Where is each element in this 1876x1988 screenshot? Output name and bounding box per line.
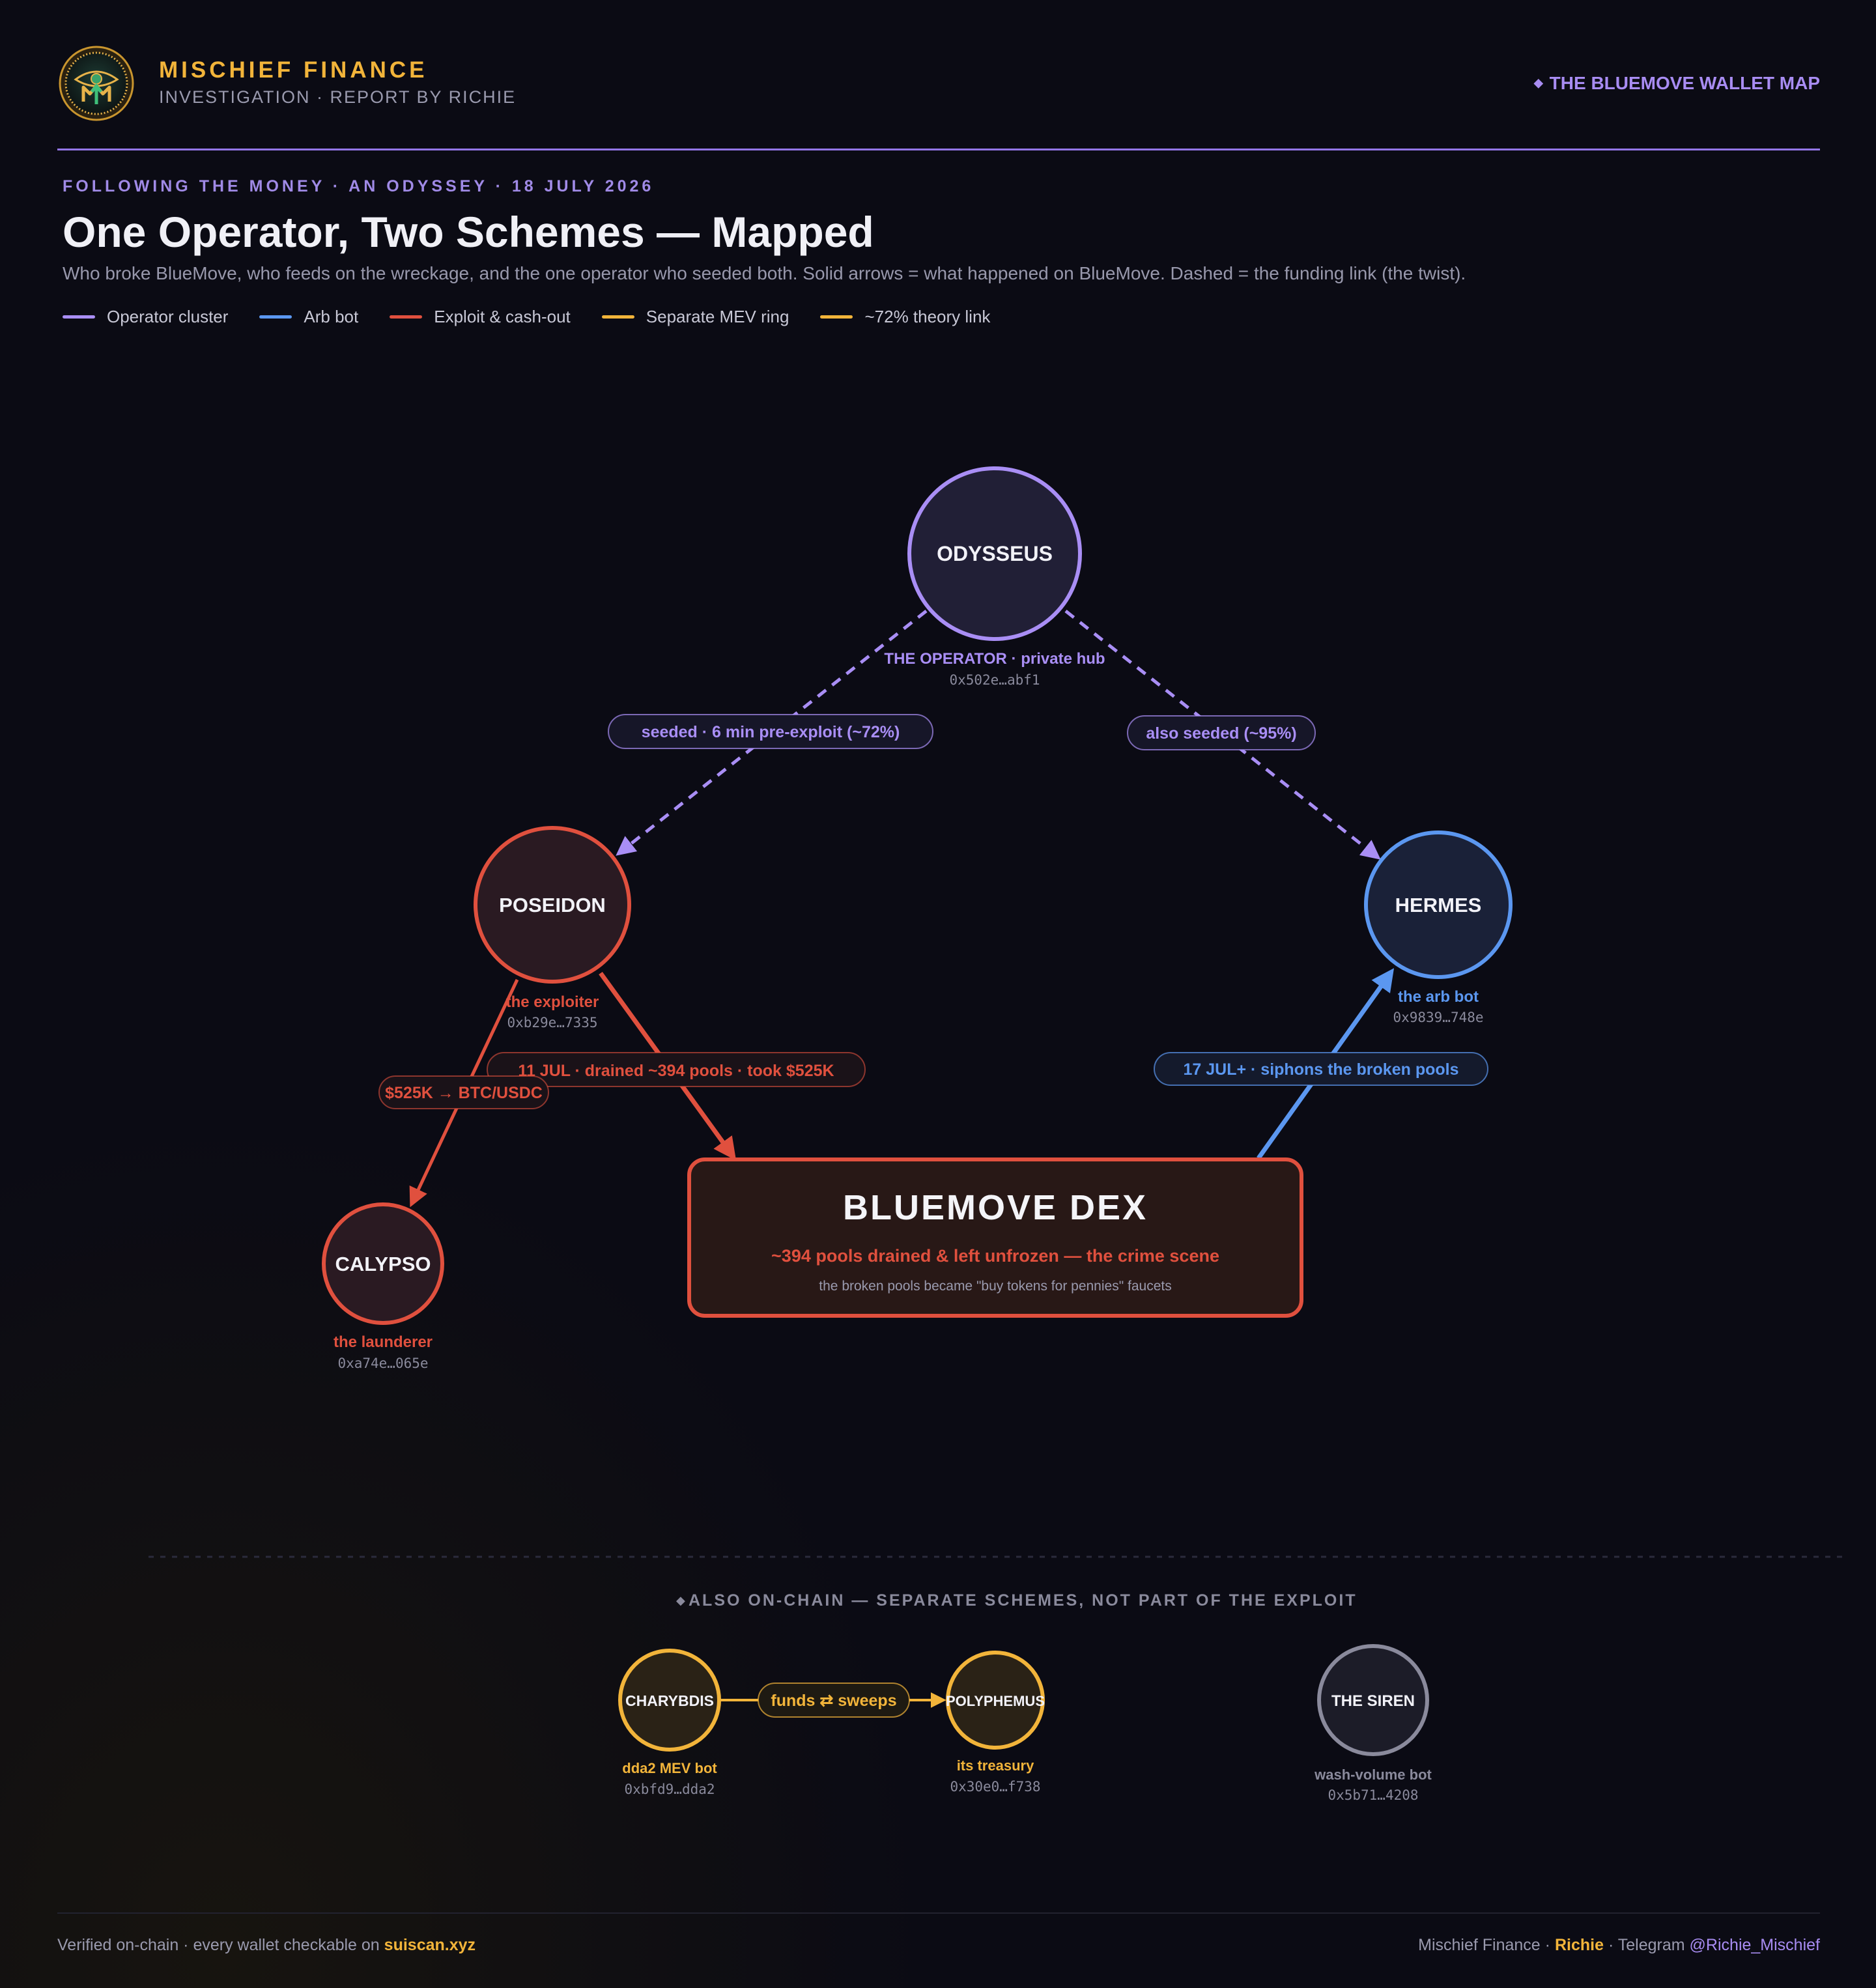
legend-swatch-mev bbox=[601, 315, 634, 319]
node-charybdis-name: CHARYBDIS bbox=[625, 1692, 714, 1709]
label-pill-seeded bbox=[608, 714, 933, 749]
legend-label-arb: Arb bot bbox=[304, 306, 359, 326]
footer-credits: Mischief Finance · Richie · Telegram @Ri… bbox=[1418, 1936, 1820, 1955]
footer-verification: Verified on-chain · every wallet checkab… bbox=[57, 1936, 476, 1955]
node-hermes-address: 0x9839…748e bbox=[1393, 1010, 1483, 1025]
node-charybdis[interactable] bbox=[618, 1649, 721, 1752]
separate-heading: ALSO ON-CHAIN — SEPARATE SCHEMES, NOT PA… bbox=[689, 1591, 1357, 1610]
bluemove-line2: the broken pools became "buy tokens for … bbox=[819, 1279, 1171, 1294]
label-also-seeded: also seeded (~95%) bbox=[1146, 724, 1296, 743]
wallet-map-label-text: THE BLUEMOVE WALLET MAP bbox=[1549, 73, 1820, 93]
node-odysseus-role: THE OPERATOR · private hub bbox=[884, 650, 1105, 668]
label-pill-cashout bbox=[378, 1075, 549, 1109]
suiscan-link[interactable]: suiscan.xyz bbox=[384, 1936, 476, 1954]
legend-label-theory: ~72% theory link bbox=[864, 306, 991, 326]
label-drained: 11 JUL · drained ~394 pools · took $525K bbox=[518, 1062, 834, 1080]
node-odysseus-name: ODYSSEUS bbox=[937, 542, 1053, 565]
separate-diamond-icon: ◆ bbox=[676, 1594, 685, 1607]
node-calypso[interactable] bbox=[322, 1202, 444, 1325]
brand-title: MISCHIEF FINANCE bbox=[159, 57, 428, 83]
legend-item-theory: ~72% theory link bbox=[820, 307, 990, 327]
footer-sep-2: · bbox=[1608, 1936, 1614, 1954]
label-funds-sweeps: funds ⇄ sweeps bbox=[771, 1692, 896, 1710]
legend-item-mev: Separate MEV ring bbox=[601, 306, 789, 327]
node-poseidon[interactable] bbox=[474, 826, 631, 984]
diamond-bullet-icon: ◆ bbox=[1533, 76, 1543, 89]
page-subtitle: Who broke BlueMove, who feeds on the wre… bbox=[63, 263, 1466, 283]
label-pill-siphons bbox=[1154, 1052, 1488, 1086]
legend-item-arb: Arb bot bbox=[259, 307, 358, 327]
node-hermes-name: HERMES bbox=[1395, 894, 1482, 916]
footer-sep-1: · bbox=[1544, 1936, 1550, 1954]
node-bluemove-dex[interactable] bbox=[687, 1157, 1303, 1318]
label-seeded: seeded · 6 min pre-exploit (~72%) bbox=[642, 723, 900, 741]
node-polyphemus-role: its treasury bbox=[957, 1757, 1034, 1774]
legend-swatch-exploit bbox=[390, 315, 423, 319]
footer-brand: Mischief Finance bbox=[1418, 1936, 1541, 1954]
node-polyphemus-address: 0x30e0…f738 bbox=[950, 1779, 1040, 1795]
legend-swatch-theory bbox=[820, 315, 853, 319]
mischief-finance-logo-icon bbox=[59, 46, 134, 121]
node-polyphemus-name: POLYPHEMUS bbox=[946, 1693, 1045, 1709]
label-siphons: 17 JUL+ · siphons the broken pools bbox=[1184, 1060, 1459, 1079]
label-cashout: $525K → BTC/USDC bbox=[385, 1084, 543, 1102]
telegram-handle-link[interactable]: @Richie_Mischief bbox=[1689, 1936, 1820, 1954]
footer-divider bbox=[57, 1912, 1820, 1914]
bluemove-line1: ~394 pools drained & left unfrozen — the… bbox=[771, 1246, 1219, 1266]
legend-swatch-arb bbox=[259, 315, 292, 319]
node-the-siren-address: 0x5b71…4208 bbox=[1328, 1787, 1418, 1803]
node-calypso-role: the launderer bbox=[334, 1333, 433, 1351]
bluemove-title: BLUEMOVE DEX bbox=[843, 1188, 1148, 1227]
node-odysseus[interactable] bbox=[907, 466, 1082, 641]
header-divider bbox=[57, 149, 1820, 150]
node-hermes-role: the arb bot bbox=[1398, 988, 1479, 1006]
legend-label-exploit: Exploit & cash-out bbox=[434, 306, 571, 326]
legend-label-mev: Separate MEV ring bbox=[646, 306, 789, 326]
page-title: One Operator, Two Schemes — Mapped bbox=[63, 208, 874, 256]
label-pill-drained bbox=[487, 1052, 866, 1087]
node-poseidon-name: POSEIDON bbox=[499, 894, 606, 916]
node-the-siren-name: THE SIREN bbox=[1331, 1692, 1415, 1710]
node-the-siren[interactable] bbox=[1317, 1644, 1429, 1756]
node-odysseus-address: 0x502e…abf1 bbox=[949, 672, 1040, 688]
wallet-map-label: ◆ THE BLUEMOVE WALLET MAP bbox=[1534, 73, 1820, 94]
node-the-siren-role: wash-volume bot bbox=[1314, 1767, 1432, 1783]
node-polyphemus[interactable] bbox=[946, 1651, 1045, 1750]
node-poseidon-role: the exploiter bbox=[506, 993, 599, 1011]
node-poseidon-address: 0xb29e…7335 bbox=[507, 1015, 597, 1030]
legend-item-operator: Operator cluster bbox=[63, 307, 228, 327]
legend-label-operator: Operator cluster bbox=[107, 306, 229, 326]
legend-item-exploit: Exploit & cash-out bbox=[390, 307, 571, 327]
label-pill-funds-sweeps bbox=[758, 1683, 910, 1718]
legend-swatch-operator bbox=[63, 315, 95, 319]
label-pill-also-seeded bbox=[1127, 715, 1316, 750]
kicker: FOLLOWING THE MONEY · AN ODYSSEY · 18 JU… bbox=[63, 177, 655, 195]
edge-odysseus-hermes bbox=[1064, 610, 1381, 860]
node-calypso-address: 0xa74e…065e bbox=[337, 1356, 428, 1371]
node-calypso-name: CALYPSO bbox=[335, 1253, 431, 1275]
node-charybdis-role: dda2 MEV bot bbox=[622, 1760, 717, 1776]
node-charybdis-address: 0xbfd9…dda2 bbox=[624, 1782, 715, 1797]
footer-telegram-label: Telegram bbox=[1617, 1936, 1685, 1954]
legend: Operator cluster Arb bot Exploit & cash-… bbox=[63, 305, 1021, 328]
node-hermes[interactable] bbox=[1364, 831, 1513, 979]
brand-subtitle: INVESTIGATION · REPORT BY RICHIE bbox=[159, 87, 517, 107]
footer-verification-text: Verified on-chain · every wallet checkab… bbox=[57, 1936, 380, 1954]
footer-author: Richie bbox=[1554, 1936, 1604, 1954]
